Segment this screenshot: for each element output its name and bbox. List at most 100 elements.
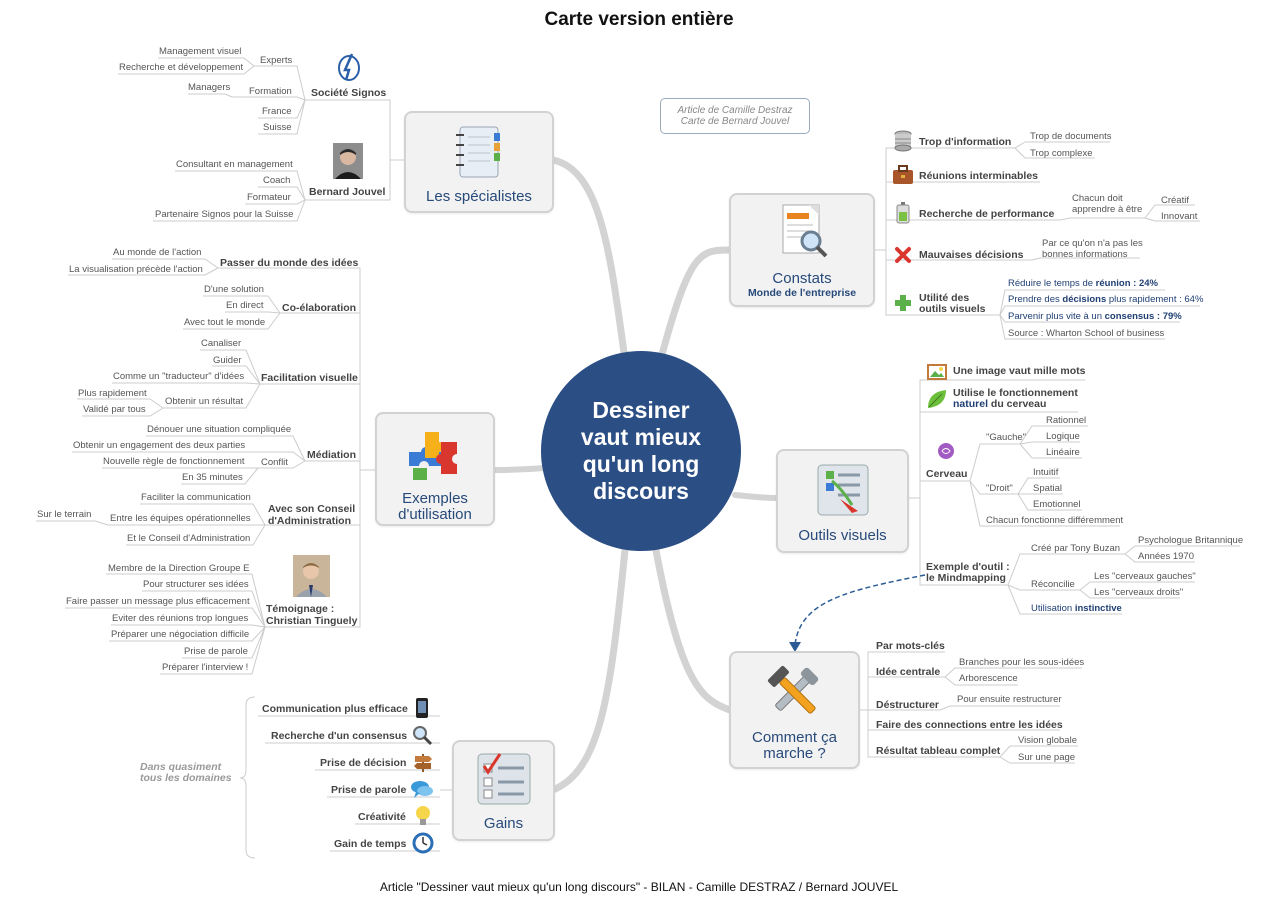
coelab-item-solution: D'une solution: [204, 284, 264, 295]
temoignage-item-2: Faire passer un message plus efficacemen…: [66, 596, 250, 607]
hub-exemples[interactable]: Exemples d'utilisation: [375, 412, 495, 526]
societe-signos: Société Signos: [311, 87, 387, 99]
idee-centrale: Idée centrale: [876, 666, 941, 678]
article-note: Article de Camille Destraz Carte de Bern…: [660, 98, 810, 134]
facil-item-traducteur: Comme un "traducteur" d'idées: [113, 371, 245, 382]
gauche: "Gauche": [986, 432, 1027, 443]
stat-decisions-a: Prendre des: [1008, 294, 1063, 305]
passer-monde-idees: Passer du monde des idées: [220, 257, 359, 269]
speech-bubbles-icon: [411, 781, 433, 798]
recherche-performance: Recherche de performance: [919, 208, 1055, 220]
stat-decisions: Prendre des décisions plus rapidement : …: [1008, 294, 1203, 306]
chart-document-icon: [817, 464, 869, 516]
utilise-fonctionnement: Utilise le fonctionnement: [953, 387, 1078, 399]
battery-icon: [896, 202, 910, 224]
jouvel-item-partenaire: Partenaire Signos pour la Suisse: [155, 209, 294, 220]
mediation-item-denouer: Dénouer une situation compliquée: [147, 424, 292, 435]
green-plus-icon: [895, 295, 911, 311]
france: France: [262, 106, 292, 117]
naturel-word: naturel: [953, 398, 989, 410]
hub-constats[interactable]: Constats Monde de l'entreprise: [729, 193, 875, 307]
vision-globale: Vision globale: [1018, 735, 1077, 746]
stat-consensus-b: consensus: [1104, 311, 1155, 322]
experts: Experts: [260, 55, 293, 66]
utilisation-instinctive: Utilisation instinctive: [1031, 603, 1122, 615]
stat-consensus-c: : 79%: [1154, 311, 1182, 322]
puzzle-icon: [409, 432, 457, 480]
map-title: Carte version entière: [544, 9, 734, 30]
innovant: Innovant: [1161, 211, 1198, 222]
hub-comment-label2: marche ?: [763, 745, 826, 762]
central-topic[interactable]: Dessiner vaut mieux qu'un long discours: [541, 351, 741, 551]
hub-exemples-label2: d'utilisation: [398, 506, 472, 523]
instinctive-word: instinctive: [1074, 603, 1122, 614]
conseil-label2: d'Administration: [268, 515, 351, 527]
gain-decision: Prise de décision: [320, 757, 407, 769]
hub-outils-label: Outils visuels: [798, 527, 887, 544]
database-icon: [894, 130, 912, 152]
temoignage-item-6: Préparer l'interview !: [162, 662, 249, 673]
hub-specialistes[interactable]: Les spécialistes: [404, 111, 554, 213]
managers: Managers: [188, 82, 231, 93]
faire-connections: Faire des connections entre les idées: [876, 719, 1063, 731]
trop-information: Trop d'information: [919, 136, 1012, 148]
branches-sous-idees: Branches pour les sous-idées: [959, 657, 1085, 668]
trop-complexe: Trop complexe: [1030, 148, 1093, 159]
temoignage-item-1: Pour structurer ses idées: [143, 579, 249, 590]
hub-comment[interactable]: Comment ça marche ?: [729, 651, 860, 769]
reconcilie: Réconcilie: [1031, 579, 1075, 590]
stat-decisions-b: décisions: [1062, 294, 1107, 305]
intuitif: Intuitif: [1033, 467, 1059, 478]
cerveaux-droits: Les "cerveaux droits": [1094, 587, 1184, 598]
visualisation-precede: La visualisation précède l'action: [69, 264, 203, 275]
facil-item-guider: Guider: [213, 355, 242, 366]
lineaire: Linéaire: [1046, 447, 1080, 458]
par-mots-cles: Par mots-clés: [876, 640, 945, 652]
jouvel-item-consultant: Consultant en management: [176, 159, 293, 170]
coelab-item-monde: Avec tout le monde: [184, 317, 266, 328]
destructurer: Déstructurer: [876, 699, 940, 711]
temoignage-label1: Témoignage :: [266, 603, 335, 615]
gains-note-line1: Dans quasiment: [140, 761, 222, 773]
gain-creativite: Créativité: [358, 811, 406, 823]
psychologue: Psychologue Britannique: [1138, 535, 1244, 546]
hub-gains[interactable]: Gains: [452, 740, 555, 841]
gain-temps: Gain de temps: [334, 838, 407, 850]
conseil-item-administration: Et le Conseil d'Administration: [127, 533, 251, 544]
conseil-label1: Avec son Conseil: [268, 503, 356, 515]
suisse: Suisse: [263, 122, 292, 133]
coelab-item-direct: En direct: [226, 300, 264, 311]
temoignage-item-5: Prise de parole: [184, 646, 248, 657]
jouvel-item-coach: Coach: [263, 175, 291, 186]
trop-documents: Trop de documents: [1030, 131, 1112, 142]
conseil-item-faciliter: Faciliter la communication: [141, 492, 251, 503]
stat-consensus: Parvenir plus vite à un consensus : 79%: [1008, 311, 1182, 323]
emotionnel: Emotionnel: [1033, 499, 1081, 510]
stat-reunion-b: réunion: [1095, 278, 1131, 289]
hub-constats-label: Constats: [772, 270, 832, 287]
conflit: Conflit: [261, 457, 288, 468]
hub-comment-label1: Comment ça: [751, 729, 838, 746]
mauvaises-sub1: Par ce qu'on n'a pas les: [1042, 238, 1143, 249]
hub-outils[interactable]: Outils visuels: [776, 449, 909, 553]
arborescence: Arborescence: [959, 673, 1018, 684]
stat-reunion-a: Réduire le temps de: [1008, 278, 1096, 289]
christian-tinguely-photo: [293, 555, 330, 597]
cerveau: Cerveau: [926, 468, 968, 480]
clock-icon: [412, 832, 434, 854]
annees-1970: Années 1970: [1138, 551, 1194, 562]
gain-parole: Prise de parole: [331, 784, 407, 796]
au-monde-action: Au monde de l'action: [113, 247, 202, 258]
cree-par-buzan: Créé par Tony Buzan: [1031, 543, 1121, 554]
obtenir-resultat: Obtenir un résultat: [165, 396, 244, 407]
central-topic-label: Dessiner vaut mieux qu'un long discours: [580, 397, 702, 504]
utilisation-word: Utilisation: [1031, 603, 1075, 614]
article-note-line2: Carte de Bernard Jouvel: [680, 116, 790, 127]
picture-icon: [927, 364, 947, 380]
gains-note-line2: tous les domaines: [140, 772, 232, 784]
stat-source: Source : Wharton School of business: [1008, 328, 1165, 339]
phone-icon: [416, 698, 428, 718]
mauvaises-sub2: bonnes informations: [1042, 249, 1128, 260]
checklist-icon: [477, 753, 531, 805]
conseil-item-equipes: Entre les équipes opérationnelles: [110, 513, 251, 524]
